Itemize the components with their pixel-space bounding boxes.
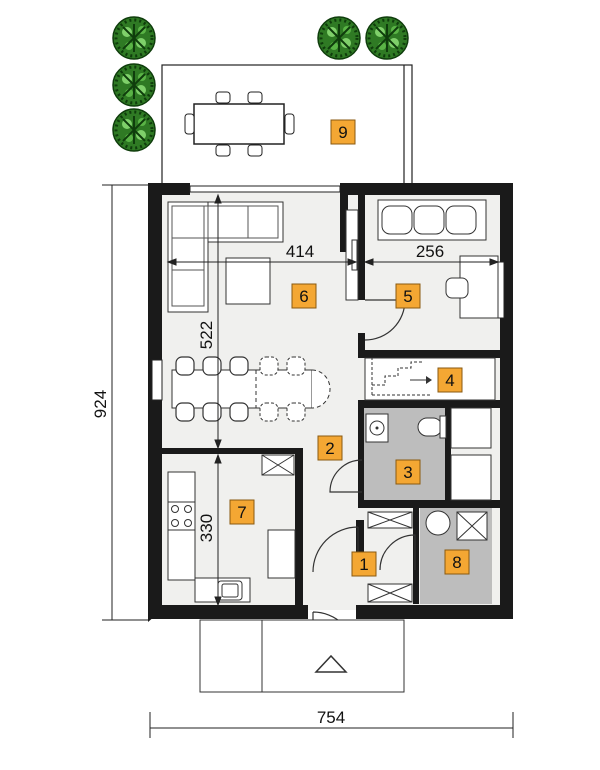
tree-icon <box>111 62 157 108</box>
dimension-living-width: 414 <box>286 242 314 261</box>
dining-table-icon <box>171 356 331 422</box>
shower <box>450 407 492 449</box>
bed-icon <box>377 199 487 241</box>
room-badge-6[interactable]: 6 <box>291 283 317 309</box>
svg-text:6: 6 <box>299 287 308 306</box>
svg-text:4: 4 <box>445 371 454 390</box>
room-badge-8[interactable]: 8 <box>444 549 470 575</box>
entrance <box>199 619 405 693</box>
svg-text:2: 2 <box>325 439 334 458</box>
sink-icon <box>217 580 243 601</box>
dimension-total-width: 754 <box>317 708 345 727</box>
dimension-bedroom-width: 256 <box>416 242 444 261</box>
room-badge-5[interactable]: 5 <box>395 283 421 309</box>
wc-icon <box>417 415 447 439</box>
washing-machine-icon <box>425 510 488 541</box>
dimension-total-depth: 924 <box>91 390 110 418</box>
tree-icon <box>364 15 410 61</box>
shower-tray <box>450 454 492 501</box>
stairs-icon <box>364 357 496 401</box>
stove-icon <box>167 501 196 531</box>
desk <box>445 255 499 319</box>
svg-text:3: 3 <box>403 463 412 482</box>
walls <box>148 183 513 622</box>
tree-icon <box>111 15 157 61</box>
coffee-table <box>225 257 271 305</box>
dimension-kitchen-depth: 330 <box>197 514 216 542</box>
sink-icon <box>365 413 389 443</box>
dining-table-icon <box>184 91 295 157</box>
svg-text:5: 5 <box>403 287 412 306</box>
room-badge-9[interactable]: 9 <box>330 119 356 145</box>
room-badge-1[interactable]: 1 <box>351 551 377 577</box>
dimension-living-depth: 522 <box>197 321 216 349</box>
dimension-lines <box>102 184 514 738</box>
svg-text:1: 1 <box>359 555 368 574</box>
room-badge-4[interactable]: 4 <box>437 367 463 393</box>
tree-icon <box>316 15 362 61</box>
svg-text:7: 7 <box>237 503 246 522</box>
wardrobe <box>367 511 413 603</box>
room-badge-7[interactable]: 7 <box>229 499 255 525</box>
svg-text:8: 8 <box>452 553 461 572</box>
room-badge-3[interactable]: 3 <box>395 459 421 485</box>
sofa-icon <box>167 201 284 313</box>
svg-text:9: 9 <box>338 123 347 142</box>
room-badge-2[interactable]: 2 <box>317 435 343 461</box>
tree-icon <box>111 107 157 153</box>
